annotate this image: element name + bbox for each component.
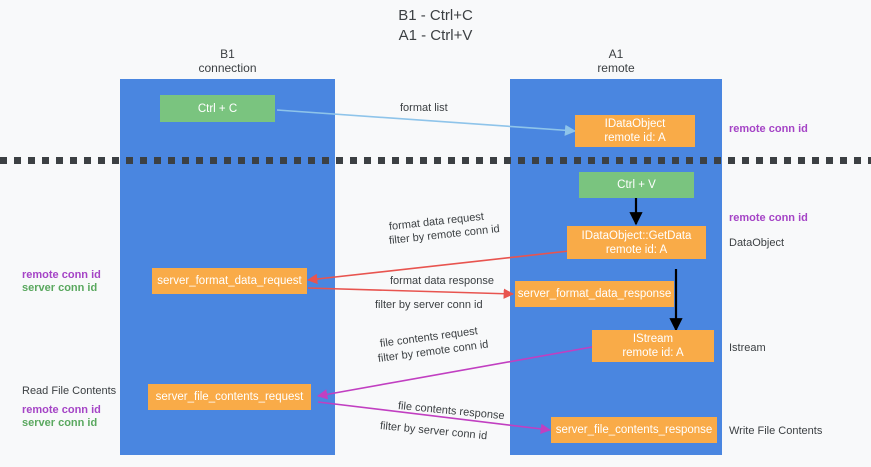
box-idataobject[interactable]: IDataObject remote id: A	[575, 115, 695, 147]
box-server-format-data-request[interactable]: server_format_data_request	[152, 268, 307, 294]
column-header-b1: B1 connection	[198, 47, 257, 75]
box-getdata-label: IDataObject::GetData	[581, 229, 692, 242]
filter-prefix: filter by	[375, 299, 414, 311]
annotation-right-write-file-contents: Write File Contents	[729, 425, 823, 437]
box-server-file-contents-response-label: server_file_contents_response	[555, 424, 713, 436]
box-server-file-contents-request[interactable]: server_file_contents_request	[148, 384, 311, 410]
box-getdata-sublabel: remote id: A	[605, 243, 668, 256]
annotation-left-server-conn-id-mid: server conn id	[22, 282, 98, 294]
annotation-left-remote-conn-id-mid: remote conn id	[22, 269, 101, 281]
box-ctrl-v-label: Ctrl + V	[617, 179, 656, 191]
box-idataobject-label: IDataObject	[604, 118, 666, 130]
box-istream[interactable]: IStream remote id: A	[592, 330, 714, 362]
box-ctrl-c[interactable]: Ctrl + C	[160, 95, 275, 122]
annotation-right-dataobject: DataObject	[729, 237, 785, 249]
filter-prefix: filter by	[377, 348, 417, 365]
annotation-right-remote-conn-id-top: remote conn id	[729, 123, 808, 135]
diagram-title: B1 - Ctrl+C A1 - Ctrl+V	[398, 7, 473, 44]
annotation-right-remote-conn-id-mid: remote conn id	[729, 212, 808, 224]
edge-format-data-response	[307, 287, 515, 299]
edge-label-format-list: format list	[400, 102, 448, 114]
filter-key-server-conn-id: server conn id	[413, 299, 483, 311]
phase-divider	[0, 157, 871, 164]
box-istream-label: IStream	[632, 333, 674, 345]
edge-label-format-data-response: format data response	[390, 275, 494, 287]
box-server-file-contents-response[interactable]: server_file_contents_response	[551, 417, 717, 443]
annotation-left-read-file-contents: Read File Contents	[22, 385, 117, 397]
filter-prefix: filter by	[388, 230, 428, 247]
box-server-format-data-request-label: server_format_data_request	[157, 275, 302, 287]
edge-label-file-contents-response-filter: filter by server conn id	[379, 419, 487, 443]
annotation-left-server-conn-id-low: server conn id	[22, 417, 98, 429]
box-istream-sublabel: remote id: A	[622, 347, 684, 359]
annotation-right-istream: Istream	[729, 342, 766, 354]
box-server-file-contents-request-label: server_file_contents_request	[155, 391, 304, 403]
annotation-left-remote-conn-id-low: remote conn id	[22, 404, 101, 416]
box-idataobject-getdata[interactable]: IDataObject::GetData remote id: A	[567, 226, 706, 259]
filter-prefix: filter by	[379, 420, 419, 436]
box-ctrl-v[interactable]: Ctrl + V	[579, 172, 694, 198]
column-header-a1: A1 remote	[597, 47, 635, 75]
box-server-format-data-response[interactable]: server_format_data_response	[515, 281, 674, 307]
box-ctrl-c-label: Ctrl + C	[197, 102, 238, 115]
edge-label-file-contents-response: file contents response	[397, 400, 506, 423]
box-server-format-data-response-label: server_format_data_response	[517, 288, 672, 300]
box-idataobject-sublabel: remote id: A	[604, 132, 666, 144]
edge-label-format-data-response-filter: filter by server conn id	[375, 298, 483, 312]
filter-key-server-conn-id: server conn id	[417, 423, 488, 443]
